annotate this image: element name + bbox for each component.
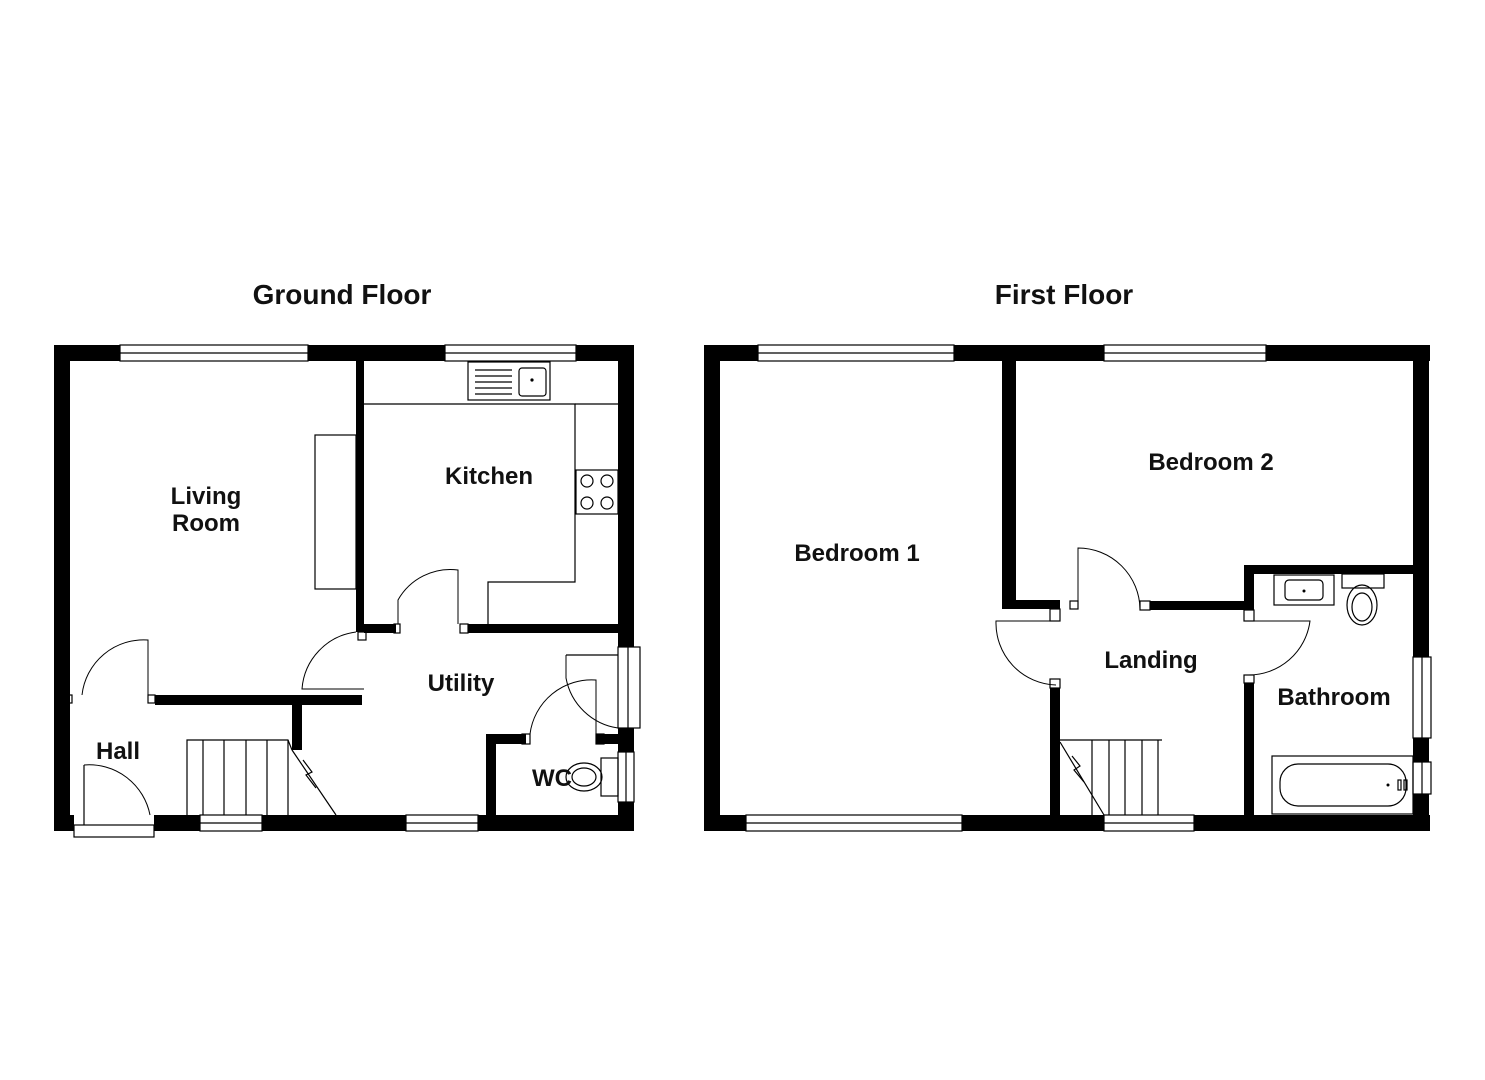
first-floor-title: First Floor bbox=[995, 279, 1134, 310]
first-floor-windows bbox=[745, 344, 1432, 832]
ground-floor-doors bbox=[65, 569, 619, 838]
room-label-wc: WC bbox=[532, 765, 572, 792]
ground-floor-title: Ground Floor bbox=[253, 279, 432, 310]
ground-floor-internal-walls bbox=[155, 345, 618, 815]
ground-floor-windows bbox=[119, 344, 641, 832]
ground-floor-outer-walls bbox=[54, 345, 634, 831]
basin-icon bbox=[1273, 574, 1335, 606]
toilet-icon bbox=[565, 757, 619, 797]
first-floor-doors bbox=[995, 547, 1311, 689]
room-label-utility: Utility bbox=[428, 670, 495, 697]
room-label-living-room-line2: Room bbox=[172, 510, 240, 537]
first-floor-internal-walls bbox=[1002, 345, 1413, 815]
kitchen-units bbox=[314, 403, 618, 624]
room-label-living-room-line1: Living bbox=[171, 483, 242, 510]
toilet-icon bbox=[1341, 573, 1385, 626]
bath-icon bbox=[1271, 755, 1414, 815]
stairs bbox=[1059, 739, 1162, 816]
stairs bbox=[186, 739, 337, 816]
room-label-bathroom: Bathroom bbox=[1277, 684, 1390, 711]
sink-icon bbox=[467, 361, 551, 401]
room-label-landing: Landing bbox=[1104, 647, 1197, 674]
room-label-bedroom-2: Bedroom 2 bbox=[1148, 449, 1273, 476]
hob-icon bbox=[575, 469, 619, 515]
ground-floor-plan: Ground Floor bbox=[54, 279, 641, 838]
room-label-bedroom-1: Bedroom 1 bbox=[794, 540, 919, 567]
room-label-hall: Hall bbox=[96, 738, 140, 765]
first-floor-outer-walls bbox=[704, 345, 1430, 831]
room-label-kitchen: Kitchen bbox=[445, 463, 533, 490]
first-floor-plan: First Floor bbox=[704, 279, 1432, 832]
